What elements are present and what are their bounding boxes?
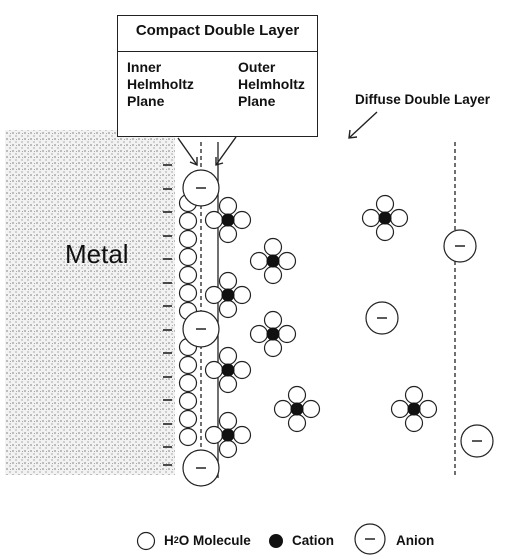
water-molecule [392,401,409,418]
cation [222,364,235,377]
water-molecule [220,441,237,458]
water-molecule [420,401,437,418]
water-molecule [251,326,268,343]
water-molecule [251,253,268,270]
water-molecule [289,387,306,404]
box-divider [118,51,317,52]
water-molecule [220,376,237,393]
water-molecule [180,267,197,284]
water-molecule [180,375,197,392]
water-molecule [406,415,423,432]
hydrated-cation [206,348,251,393]
water-molecule [406,387,423,404]
anion [183,170,219,206]
water-molecule [180,357,197,374]
water-molecule [180,429,197,446]
water-molecule [275,401,292,418]
water-molecule [206,212,223,229]
water-molecule [220,413,237,430]
legend-water-icon [138,533,155,550]
cation [408,403,421,416]
water-molecule [265,239,282,256]
anion [461,425,493,457]
water-molecule [180,249,197,266]
water-molecule [220,198,237,215]
cation [222,289,235,302]
water-molecule [279,253,296,270]
hydrated-cation [206,273,251,318]
anion [183,450,219,486]
legend-cation-icon [269,534,283,548]
metal-electrode [5,130,175,475]
diffuse-layer-arrow [349,112,377,138]
hydrated-cation [251,312,296,357]
water-molecule [220,273,237,290]
hydrated-cation [206,413,251,458]
diffuse-anions [366,230,493,457]
water-molecule [206,287,223,304]
water-molecule [220,226,237,243]
water-molecule [234,362,251,379]
water-molecule [265,340,282,357]
water-molecule [234,427,251,444]
cation [291,403,304,416]
water-molecule [289,415,306,432]
hydrated-cations [206,196,437,458]
anion [444,230,476,262]
hydrated-cation [206,198,251,243]
hydrated-cation [251,239,296,284]
hydrated-cation [363,196,408,241]
inner-helmholtz-plane-label: Inner Helmholtz Plane [127,59,194,110]
metal-label: Metal [65,239,129,270]
legend-cation-label: Cation [292,527,334,553]
water-molecule [265,267,282,284]
water-molecule [180,393,197,410]
cation [267,255,280,268]
hydrated-cation [275,387,320,432]
water-molecule [279,326,296,343]
outer-helmholtz-plane-label: Outer Helmholtz Plane [238,59,305,110]
inner-plane-arrow [178,138,197,165]
water-molecule [363,210,380,227]
legend-anion-label: Anion [396,527,434,553]
cation [379,212,392,225]
cation [222,429,235,442]
water-molecule [206,362,223,379]
water-molecule [234,212,251,229]
water-molecule [234,287,251,304]
anion [183,311,219,347]
diffuse-double-layer-label: Diffuse Double Layer [355,92,490,107]
legend-anion-icon [355,524,385,554]
cation [222,214,235,227]
compact-layer-title: Compact Double Layer [118,22,317,39]
water-molecule [265,312,282,329]
hydrated-cation [392,387,437,432]
water-molecule [206,427,223,444]
water-molecule [180,285,197,302]
water-molecule [220,301,237,318]
compact-double-layer-box: Compact Double Layer Inner Helmholtz Pla… [117,15,318,137]
water-molecule [303,401,320,418]
water-molecule [180,213,197,230]
water-molecule [180,411,197,428]
water-molecule [220,348,237,365]
cation [267,328,280,341]
anion [366,302,398,334]
water-molecule [377,224,394,241]
outer-plane-arrow [216,137,236,165]
water-molecule [180,231,197,248]
water-molecule [391,210,408,227]
water-molecule [377,196,394,213]
